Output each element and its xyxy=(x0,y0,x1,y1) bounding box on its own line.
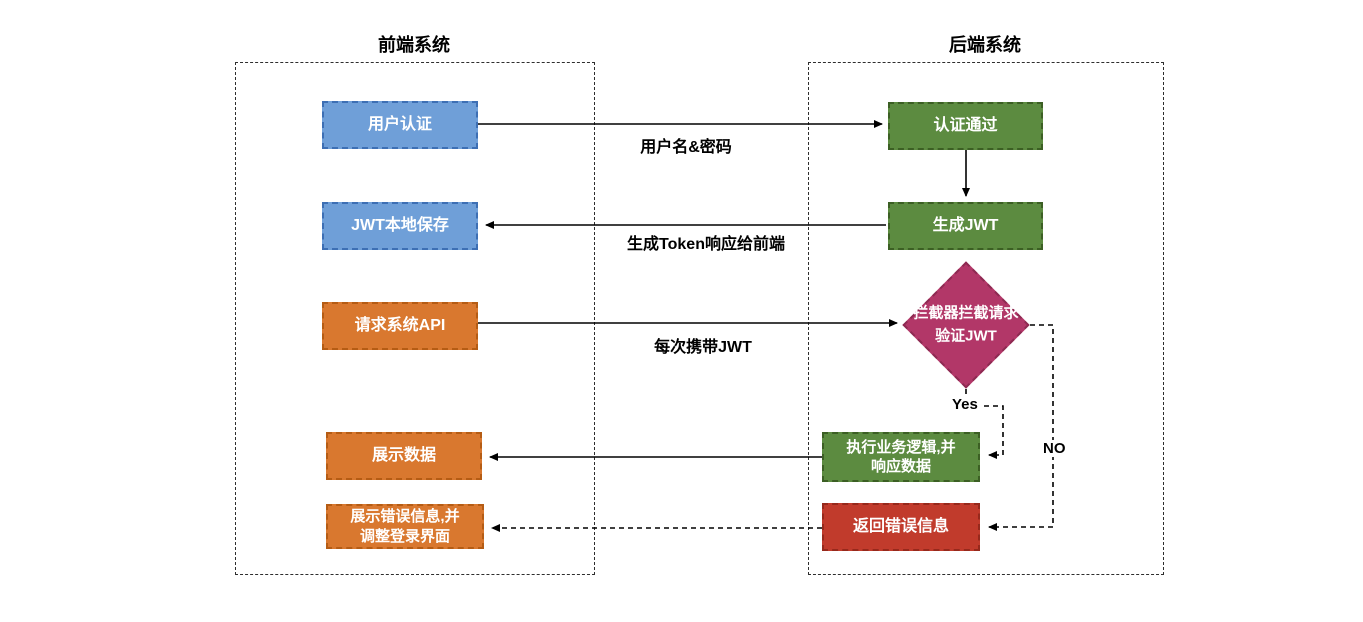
decision-diamond-label: 拦截器拦截请求 验证JWT xyxy=(913,304,1019,345)
node-show-data: 展示数据 xyxy=(326,432,482,480)
edge-label-yes: Yes xyxy=(952,396,978,413)
edge-label-no: NO xyxy=(1041,440,1068,457)
node-return-error-message: 返回错误信息 xyxy=(822,503,980,551)
node-interceptor-validate-jwt: 拦截器拦截请求 验证JWT xyxy=(902,261,1030,389)
edge-label-username-password: 用户名&密码 xyxy=(640,139,732,156)
node-jwt-local-save: JWT本地保存 xyxy=(322,202,478,250)
backend-system-container xyxy=(808,62,1164,575)
edge-label-carry-jwt: 每次携带JWT xyxy=(654,339,752,356)
frontend-system-title: 前端系统 xyxy=(378,35,450,55)
node-generate-jwt: 生成JWT xyxy=(888,202,1043,250)
edge-label-token-response: 生成Token响应给前端 xyxy=(627,236,785,253)
frontend-system-container xyxy=(235,62,595,575)
node-user-auth: 用户认证 xyxy=(322,101,478,149)
backend-system-title: 后端系统 xyxy=(949,35,1021,55)
node-auth-passed: 认证通过 xyxy=(888,102,1043,150)
node-show-error-message: 展示错误信息,并 调整登录界面 xyxy=(326,504,484,549)
node-execute-business-logic: 执行业务逻辑,并 响应数据 xyxy=(822,432,980,482)
node-request-system-api: 请求系统API xyxy=(322,302,478,350)
